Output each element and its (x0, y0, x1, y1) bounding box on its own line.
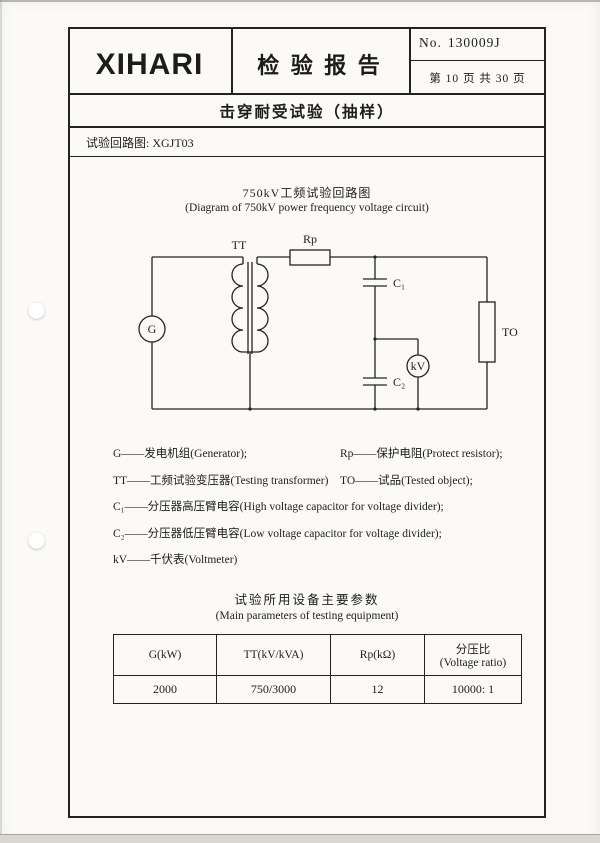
equipment-table-title-cn: 试验所用设备主要参数 (234, 593, 380, 607)
legend-transformer: TT——工频试验变压器(Testing transformer) (113, 474, 329, 487)
col-header-ratio-en: (Voltage ratio) (439, 657, 507, 669)
col-header-ratio-cn: 分压比 (455, 644, 491, 656)
binder-hole-bottom (28, 532, 45, 549)
legend-row: kV——千伏表(Voltmeter) (113, 547, 537, 574)
col-header-transformer: TT(kV/kVA) (216, 634, 331, 676)
page-border-frame (68, 27, 546, 818)
value-ratio: 10000: 1 (424, 675, 522, 704)
section-title-rule (68, 126, 546, 128)
report-number-value: 130009J (447, 35, 501, 50)
junction-dots (248, 255, 420, 411)
value-generator: 2000 (113, 675, 217, 704)
value-transformer: 750/3000 (216, 675, 331, 704)
legend-voltmeter: kV——千伏表(Voltmeter) (113, 554, 238, 566)
legend-cap-high: C₁——分压器高压臂电容(High voltage capacitor for … (113, 501, 444, 513)
equipment-table: G(kW) TT(kV/kVA) Rp(kΩ) 分压比 (Voltage rat… (113, 634, 522, 704)
wire-top-left (152, 256, 244, 264)
diagram-title-en: (Diagram of 750kV power frequency voltag… (185, 202, 429, 214)
col-header-generator: G(kW) (113, 634, 217, 676)
resistor-label: Rp (303, 232, 317, 246)
legend-row: C₂——分压器低压臂电容(Low voltage capacitor for v… (113, 521, 537, 548)
capacitor-high-symbol (363, 257, 387, 339)
capacitor-low-label: C₂ (393, 375, 405, 389)
transformer-label: TT (232, 238, 247, 252)
generator-label: G (148, 322, 157, 336)
scan-edge-bottom (0, 834, 600, 843)
circuit-ref-rule (68, 156, 546, 157)
header-divider-1 (231, 27, 233, 93)
voltmeter-symbol (375, 338, 430, 409)
resistor-symbol (257, 249, 487, 266)
scan-edge-top (0, 0, 600, 2)
generator-symbol (138, 257, 166, 409)
legend-resistor: Rp——保护电阻(Protect resistor); (340, 448, 503, 460)
transformer-symbol (231, 257, 269, 409)
legend-cap-low: C₂——分压器低压臂电容(Low voltage capacitor for v… (113, 527, 442, 540)
tested-object-label: TO (502, 325, 518, 339)
scan-edge-left (0, 0, 2, 843)
legend-tested-object: TO——试品(Tested object); (340, 474, 473, 487)
legend-row: G——发电机组(Generator); Rp——保护电阻(Protect resi… (113, 441, 537, 468)
diagram-title-cn: 750kV工频试验回路图 (242, 186, 372, 200)
page-counter: 第 10 页 共 30 页 (429, 73, 526, 85)
company-logo: XIHARI (95, 48, 204, 81)
col-header-resistor: Rp(kΩ) (330, 634, 425, 676)
value-resistor: 12 (330, 675, 425, 704)
legend-row: C₁——分压器高压臂电容(High voltage capacitor for … (113, 494, 537, 521)
legend-generator: G——发电机组(Generator); (113, 448, 248, 460)
section-title: 击穿耐受试验（抽样） (219, 104, 395, 121)
circuit-diagram: TT Rp G C₁ C₂ kV TO (138, 232, 518, 411)
equipment-table-value-row: 2000 750/3000 12 10000: 1 (113, 675, 522, 704)
report-number: No. 130009J (419, 35, 507, 51)
binder-hole-top (28, 302, 45, 319)
capacitor-high-label: C₁ (393, 276, 405, 290)
header-bottom-rule (68, 93, 546, 95)
equipment-table-title-en: (Main parameters of testing equipment) (215, 610, 399, 622)
col-header-ratio: 分压比 (Voltage ratio) (424, 634, 522, 676)
voltmeter-label: kV (411, 359, 426, 373)
tested-object-symbol (478, 257, 496, 409)
circuit-reference: 试验回路图: XGJT03 (86, 136, 194, 150)
capacitor-low-symbol (363, 339, 387, 409)
legend: G——发电机组(Generator); Rp——保护电阻(Protect resi… (113, 441, 537, 574)
report-no-divider (410, 60, 546, 61)
report-number-label: No. (419, 35, 442, 50)
legend-row: TT——工频试验变压器(Testing transformer) TO——试品(T… (113, 468, 537, 495)
report-title: 检 验 报 告 (257, 53, 383, 78)
equipment-table-header-row: G(kW) TT(kV/kVA) Rp(kΩ) 分压比 (Voltage rat… (113, 634, 522, 676)
